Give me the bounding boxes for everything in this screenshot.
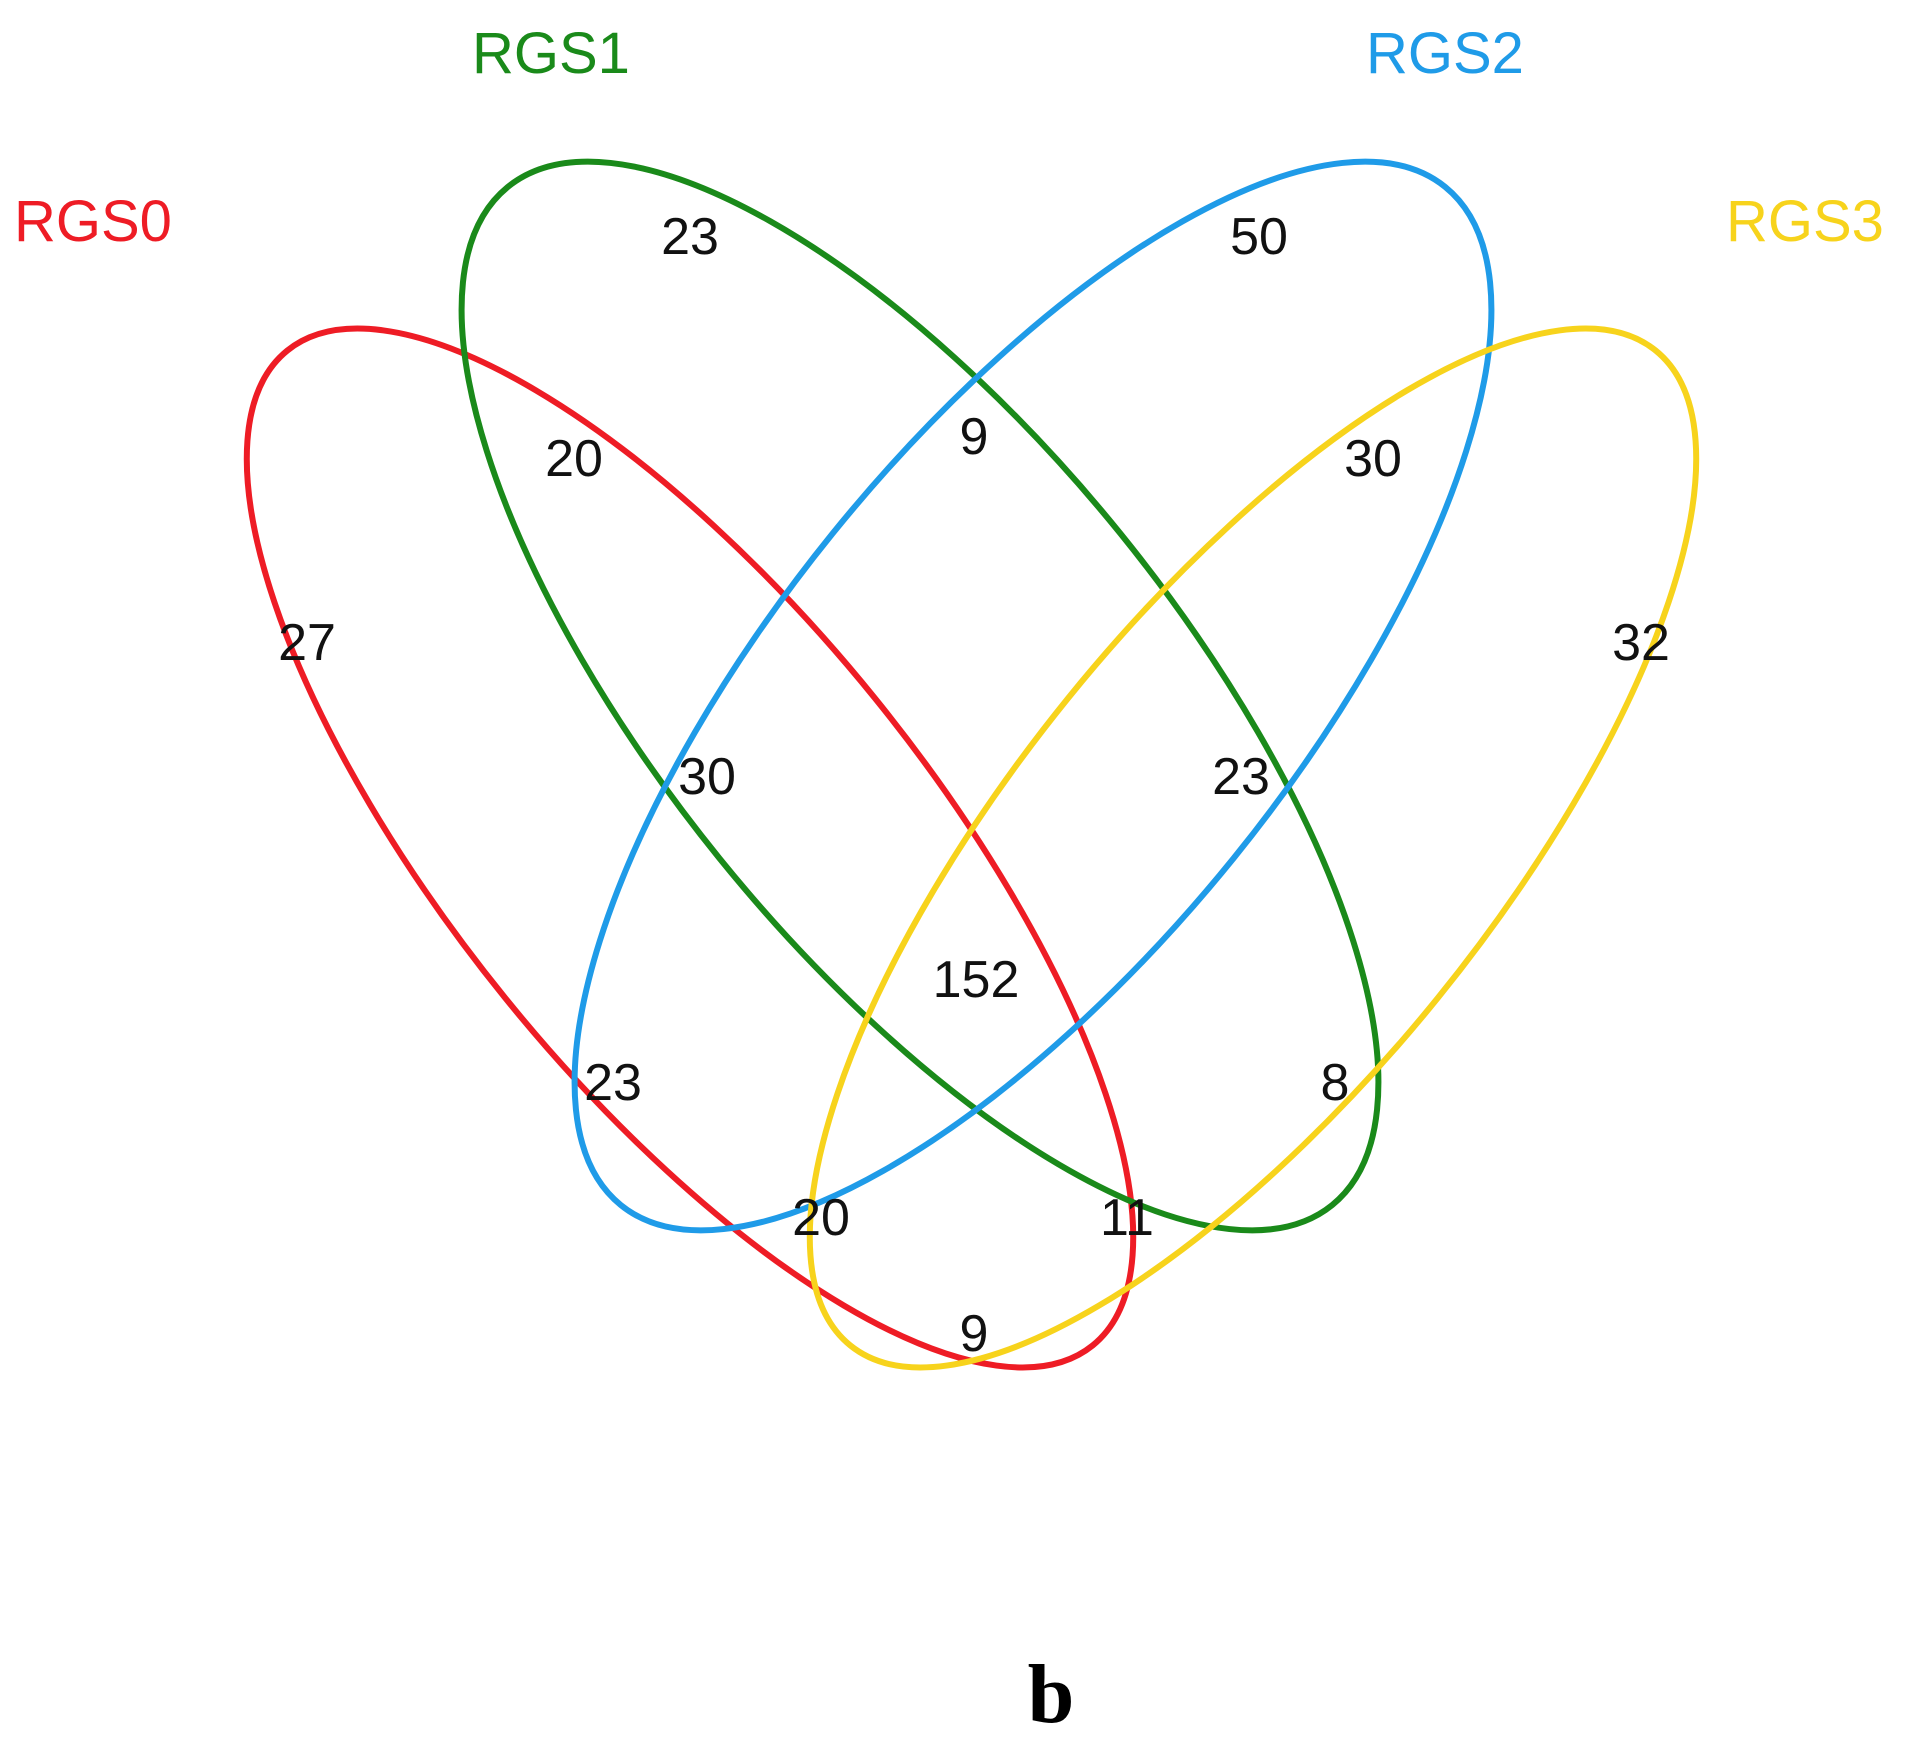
region-rgs2-only-count: 50 xyxy=(1230,208,1288,266)
set-rgs2-ellipse xyxy=(571,158,1495,1234)
set-rgs3-label: RGS3 xyxy=(1726,189,1884,254)
region-rgs0-rgs1-rgs3-count: 11 xyxy=(1100,1189,1154,1247)
region-rgs0-rgs1-count: 20 xyxy=(545,430,603,488)
region-rgs0-rgs2-rgs3-count: 20 xyxy=(792,1189,850,1247)
region-rgs2-rgs3-count: 30 xyxy=(1344,430,1402,488)
region-rgs1-only-count: 23 xyxy=(661,208,719,266)
panel-label: b xyxy=(1028,1648,1075,1741)
region-all-count: 152 xyxy=(933,951,1020,1009)
set-rgs0-label: RGS0 xyxy=(14,189,172,254)
set-rgs0-ellipse xyxy=(243,325,1137,1371)
region-rgs1-rgs2-rgs3-count: 23 xyxy=(1212,748,1270,806)
region-rgs1-rgs2-count: 9 xyxy=(960,408,989,466)
set-rgs1-label: RGS1 xyxy=(472,21,630,86)
region-rgs0-only-count: 27 xyxy=(278,614,336,672)
region-rgs3-only-count: 32 xyxy=(1612,614,1670,672)
set-rgs1-ellipse xyxy=(458,158,1382,1234)
region-rgs0-rgs3-count: 9 xyxy=(960,1305,989,1363)
region-rgs0-rgs2-count: 23 xyxy=(584,1054,642,1112)
region-rgs1-rgs3-count: 8 xyxy=(1321,1054,1350,1112)
set-rgs3-ellipse xyxy=(806,325,1700,1371)
set-rgs2-label: RGS2 xyxy=(1366,21,1524,86)
region-rgs0-rgs1-rgs2-count: 30 xyxy=(678,748,736,806)
